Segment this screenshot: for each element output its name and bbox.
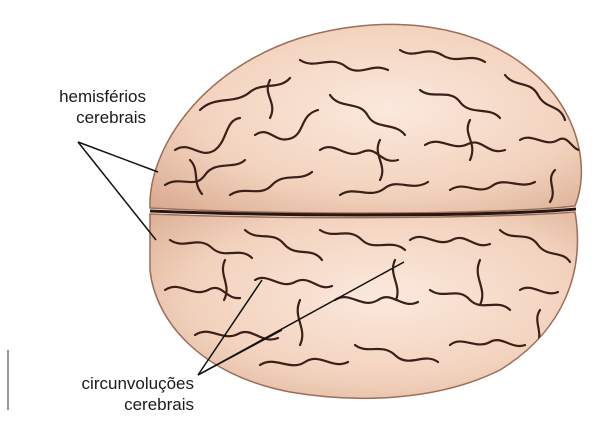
convolutions-label-line1: circunvoluções xyxy=(32,373,194,394)
hemispheres-label-line2: cerebrais xyxy=(20,107,146,128)
hemispheres-label: hemisférios cerebrais xyxy=(20,86,146,128)
convolutions-label: circunvoluções cerebrais xyxy=(32,373,194,415)
hemispheres-leader-lines xyxy=(78,142,158,240)
hemispheres-label-line1: hemisférios xyxy=(20,86,146,107)
convolutions-label-line2: cerebrais xyxy=(32,394,194,415)
lower-hemisphere xyxy=(150,212,577,398)
